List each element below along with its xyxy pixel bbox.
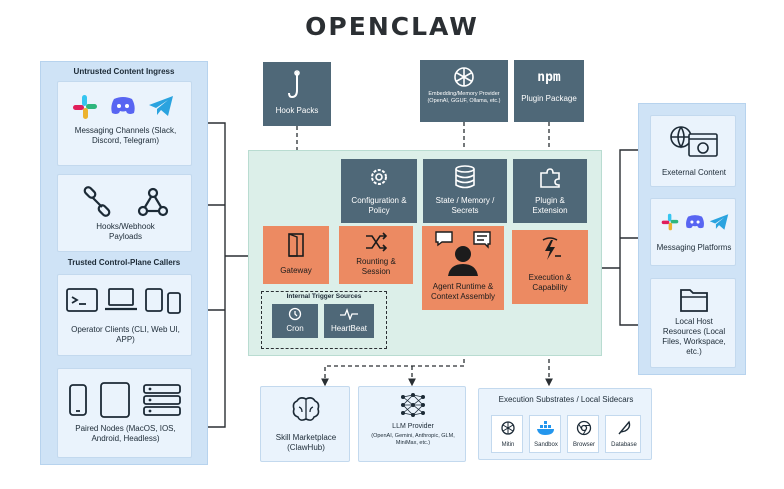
gear-icon <box>371 169 387 185</box>
llm-provider-card: LLM Provider (OpenAI, Gemini, Anthropic,… <box>358 386 466 462</box>
external-content-card: Exeternal Content <box>650 115 736 187</box>
server-icon <box>143 384 181 416</box>
substrate-browser-label: Browser <box>572 442 595 448</box>
shuffle-icon <box>366 232 388 252</box>
skill-marketplace-label: Skill Marketplace (ClawHub) <box>275 433 337 452</box>
plugin-extension-label: Plugin & Extension <box>532 196 568 215</box>
heartbeat-box: HeartBeat <box>324 304 374 338</box>
docker-whale-icon <box>537 421 554 435</box>
devices-icon <box>145 288 181 314</box>
phone-icon <box>69 384 87 416</box>
internal-trigger-heading: Internal Trigger Sources <box>286 293 362 300</box>
globe-browser-icon <box>670 126 718 157</box>
puzzle-icon <box>540 168 560 188</box>
database-icon <box>455 165 475 189</box>
clock-icon <box>288 307 302 321</box>
routing-session-box: Rounting & Session <box>339 226 413 284</box>
llm-provider-list: (OpenAI, Gemini, Anthropic, GLM, MiniMax… <box>371 433 455 447</box>
local-host-resources-label: Local Host Resources (Local Files, Works… <box>662 317 726 356</box>
openclaw-logo: OPENCLAW <box>305 12 479 41</box>
paired-nodes-label: Paired Nodes (MacOS, IOS, Android, Headl… <box>75 424 176 443</box>
heartbeat-label: HeartBeat <box>330 324 368 333</box>
internal-trigger-sources-group <box>261 291 387 349</box>
plugin-package-box: npm Plugin Package <box>514 60 584 122</box>
npm-logo: npm <box>537 70 561 85</box>
plugin-extension-box: Plugin & Extension <box>513 159 587 223</box>
configuration-policy-box: Configuration & Policy <box>341 159 417 223</box>
openai-icon <box>501 421 515 435</box>
routing-session-label: Rounting & Session <box>356 257 396 276</box>
substrate-browser: Browser <box>567 415 599 453</box>
external-content-label: Exeternal Content <box>661 168 727 177</box>
agent-runtime-box: Agent Runtime & Context Assembly <box>422 226 504 310</box>
agent-runtime-label: Agent Runtime & Context Assembly <box>430 282 496 301</box>
slack-icon <box>661 213 679 231</box>
openai-icon <box>454 67 474 87</box>
operator-clients-label: Operator Clients (CLI, Web UI, APP) <box>71 325 180 344</box>
gateway-label: Gateway <box>280 266 312 275</box>
untrusted-heading: Untrusted Content Ingress <box>73 67 175 76</box>
hooks-webhook-card: Hooks/Webhook Payloads <box>57 174 192 252</box>
tablet-icon <box>100 382 130 418</box>
messaging-channels-label: Messaging Channels (Slack, Discord, Tele… <box>74 126 177 145</box>
discord-icon <box>686 215 704 229</box>
messaging-platforms-card: Messaging Platforms <box>650 198 736 266</box>
messaging-channels-card: Messaging Channels (Slack, Discord, Tele… <box>57 81 192 166</box>
execution-capability-label: Execution & Capability <box>528 273 572 292</box>
webhook-icon <box>137 187 169 217</box>
telegram-icon <box>709 214 729 230</box>
lightning-terminal-icon <box>542 237 561 260</box>
brain-icon <box>292 397 320 421</box>
terminal-icon <box>66 288 98 312</box>
door-icon <box>288 233 304 257</box>
telegram-icon <box>149 96 173 116</box>
hook-packs-label: Hook Packs <box>275 106 319 115</box>
skill-marketplace-card: Skill Marketplace (ClawHub) <box>260 386 350 462</box>
neural-network-icon <box>401 393 425 417</box>
trusted-heading: Trusted Control-Plane Callers <box>67 258 181 267</box>
cron-box: Cron <box>272 304 318 338</box>
gateway-box: Gateway <box>263 226 329 284</box>
execution-capability-box: Execution & Capability <box>512 230 588 304</box>
paired-nodes-card: Paired Nodes (MacOS, IOS, Android, Headl… <box>57 368 192 458</box>
hook-icon <box>288 70 300 99</box>
slack-icon <box>73 95 97 119</box>
pulse-icon <box>340 308 358 320</box>
state-memory-box: State / Memory / Secrets <box>423 159 507 223</box>
execution-substrates-heading: Execution Substrates / Local Sidecars <box>498 395 634 404</box>
embedding-provider-label: Embedding/Memory Provider (OpenAI, GGUF,… <box>427 91 501 105</box>
substrate-mitin: Mitin <box>491 415 523 453</box>
plugin-package-label: Plugin Package <box>521 94 577 103</box>
substrate-sandbox: Sandbox <box>529 415 561 453</box>
local-host-resources-card: Local Host Resources (Local Files, Works… <box>650 278 736 368</box>
link-hooks-icon <box>83 186 111 217</box>
substrate-database-label: Database <box>611 442 637 448</box>
hook-packs-box: Hook Packs <box>263 62 331 126</box>
feather-icon <box>618 420 631 435</box>
configuration-policy-label: Configuration & Policy <box>351 196 407 215</box>
chrome-icon <box>576 420 592 436</box>
substrate-mitin-label: Mitin <box>501 442 515 448</box>
substrate-sandbox-label: Sandbox <box>534 442 558 448</box>
execution-substrates-card: Execution Substrates / Local Sidecars Mi… <box>478 388 652 460</box>
embedding-provider-box: Embedding/Memory Provider (OpenAI, GGUF,… <box>420 60 508 122</box>
cron-label: Cron <box>286 324 304 333</box>
messaging-platforms-label: Messaging Platforms <box>656 243 732 252</box>
laptop-icon <box>105 288 137 311</box>
discord-icon <box>111 97 135 114</box>
operator-clients-card: Operator Clients (CLI, Web UI, APP) <box>57 274 192 356</box>
folder-icon <box>680 289 708 312</box>
substrate-database: Database <box>605 415 641 453</box>
hooks-webhook-label: Hooks/Webhook Payloads <box>96 222 155 241</box>
state-memory-label: State / Memory / Secrets <box>435 196 495 215</box>
agent-icon <box>435 231 491 276</box>
llm-provider-title: LLM Provider <box>392 423 434 430</box>
